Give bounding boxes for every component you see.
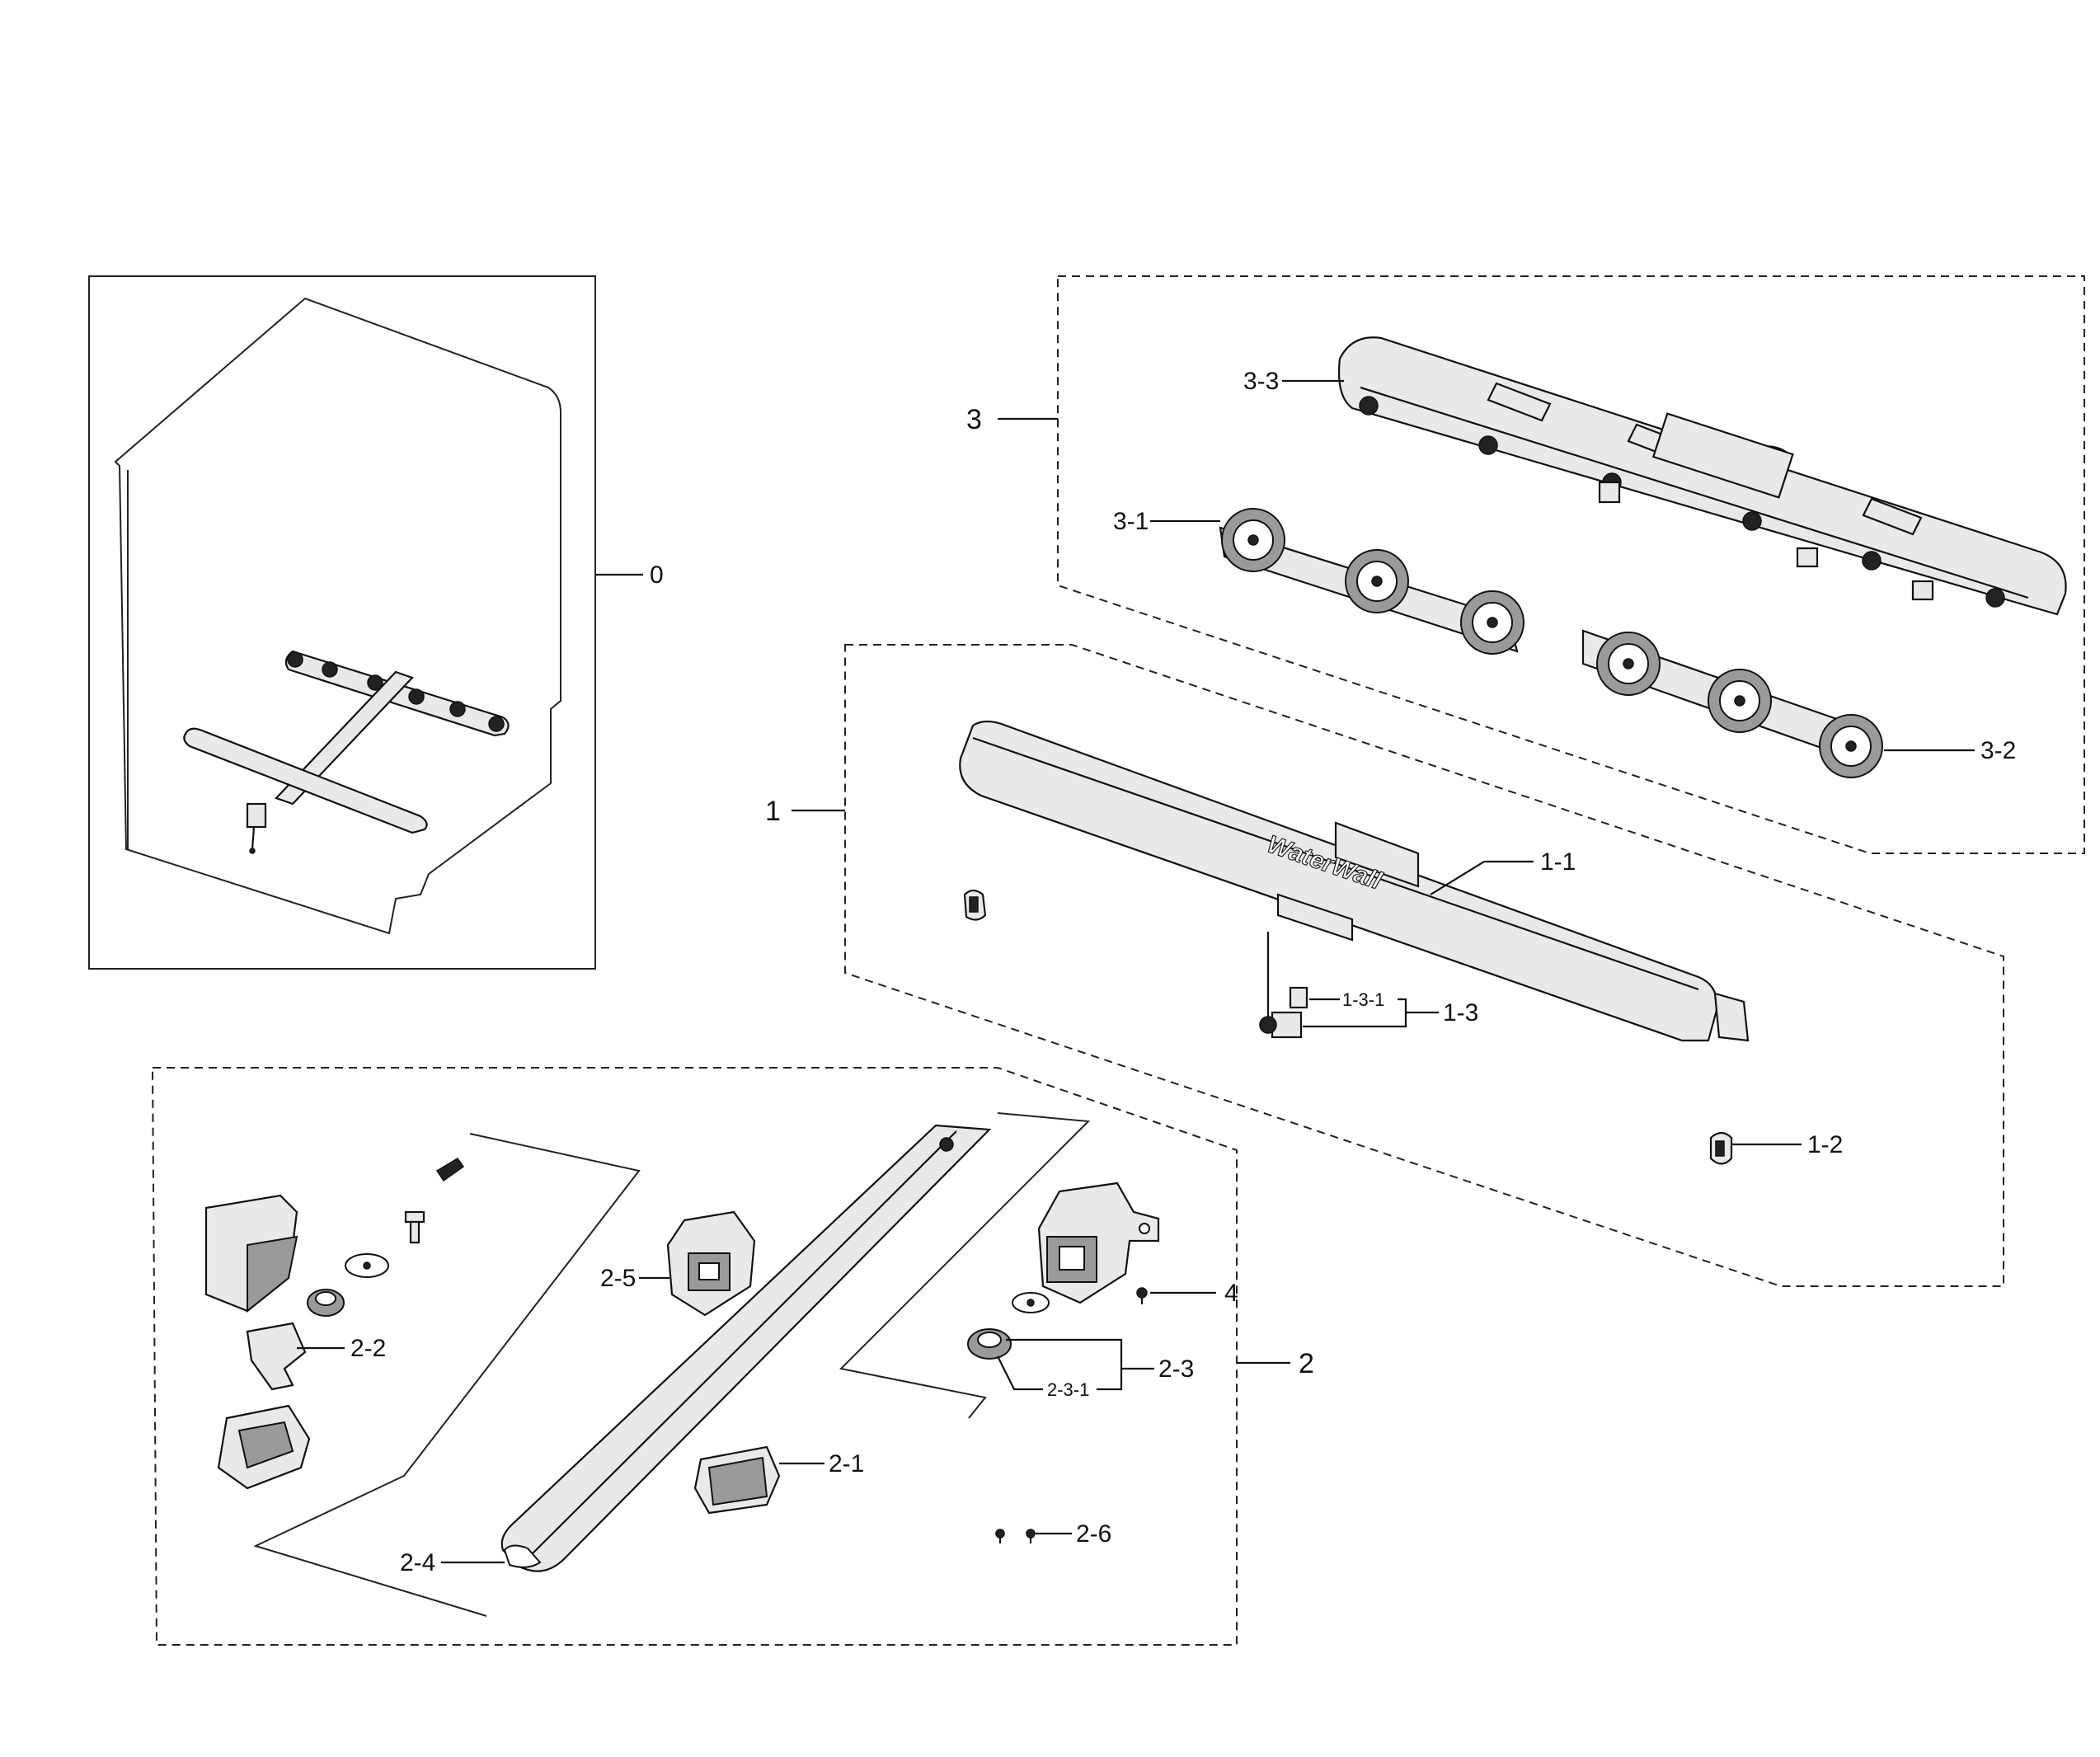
callout-2-4: 2-4 <box>400 1549 435 1576</box>
bearing-2-3 <box>967 1328 1012 1360</box>
nozzle-wheel <box>1460 590 1524 655</box>
callout-2-2: 2-2 <box>350 1335 386 1362</box>
group-1-boundary <box>844 644 2004 1287</box>
clip-1-2 <box>1709 1131 1733 1165</box>
callout-2-1: 2-1 <box>829 1450 864 1477</box>
waterwall-group-1: 1 WaterWall 1-1 1-3-1 1-3 <box>765 644 2004 1287</box>
tub-outline <box>114 297 561 935</box>
clip-plate-2-2 <box>246 1322 307 1391</box>
wheel-nozzle-3-2 <box>1581 629 1883 778</box>
callout-1-1: 1-1 <box>1540 848 1576 876</box>
callout-1: 1 <box>765 796 781 827</box>
callout-2-6: 2-6 <box>1076 1520 1111 1548</box>
nozzle-wheel <box>1819 714 1883 778</box>
wheel-nozzle-3-1 <box>1219 508 1524 655</box>
overview-frame <box>88 275 596 970</box>
upper-nozzle-group-3: 3 3-3 <box>966 275 2085 854</box>
nozzle-wheel <box>1221 508 1285 572</box>
callout-3: 3 <box>966 404 982 435</box>
bracket-part <box>217 1404 311 1490</box>
end-cap <box>204 1194 298 1313</box>
callout-2-5: 2-5 <box>600 1265 636 1292</box>
callout-2-3-1: 2-3-1 <box>1047 1379 1089 1400</box>
clip-2-1 <box>693 1445 781 1515</box>
manifold-rail-3-3 <box>1337 336 2067 616</box>
callout-2-3: 2-3 <box>1158 1355 1194 1383</box>
callout-3-3: 3-3 <box>1243 368 1279 395</box>
callout-1-3: 1-3 <box>1443 999 1478 1026</box>
spring-part <box>435 1157 465 1182</box>
nozzle-wheel <box>1345 549 1409 613</box>
overview-group-0: 0 <box>88 275 664 970</box>
callout-4: 4 <box>1224 1280 1238 1307</box>
spray-bar-1-1: WaterWall <box>959 720 1750 1042</box>
group-2-boundary <box>151 1067 1238 1646</box>
connector-1-3 <box>1259 932 1308 1039</box>
group-3-boundary <box>1057 275 2085 854</box>
callout-3-1: 3-1 <box>1113 508 1149 535</box>
screw-4 <box>1136 1287 1148 1304</box>
bearing-part <box>307 1289 345 1317</box>
rail-group-2: 2 2-4 <box>151 1067 1314 1646</box>
callout-1-3-1: 1-3-1 <box>1342 989 1384 1010</box>
nozzle-wheel <box>1708 669 1772 733</box>
rail-2-4 <box>500 1124 992 1572</box>
callout-2: 2 <box>1299 1348 1314 1379</box>
housing-right <box>1037 1182 1160 1304</box>
clip-part <box>963 889 987 921</box>
mini-spray-assembly <box>183 650 510 854</box>
housing-2-5 <box>666 1210 756 1317</box>
callout-3-2: 3-2 <box>1980 737 2016 764</box>
callout-0: 0 <box>650 561 664 589</box>
nozzle-wheel <box>1596 632 1661 696</box>
callout-1-2: 1-2 <box>1807 1131 1843 1158</box>
screw-part <box>404 1210 425 1244</box>
screws-2-6 <box>995 1529 1036 1543</box>
